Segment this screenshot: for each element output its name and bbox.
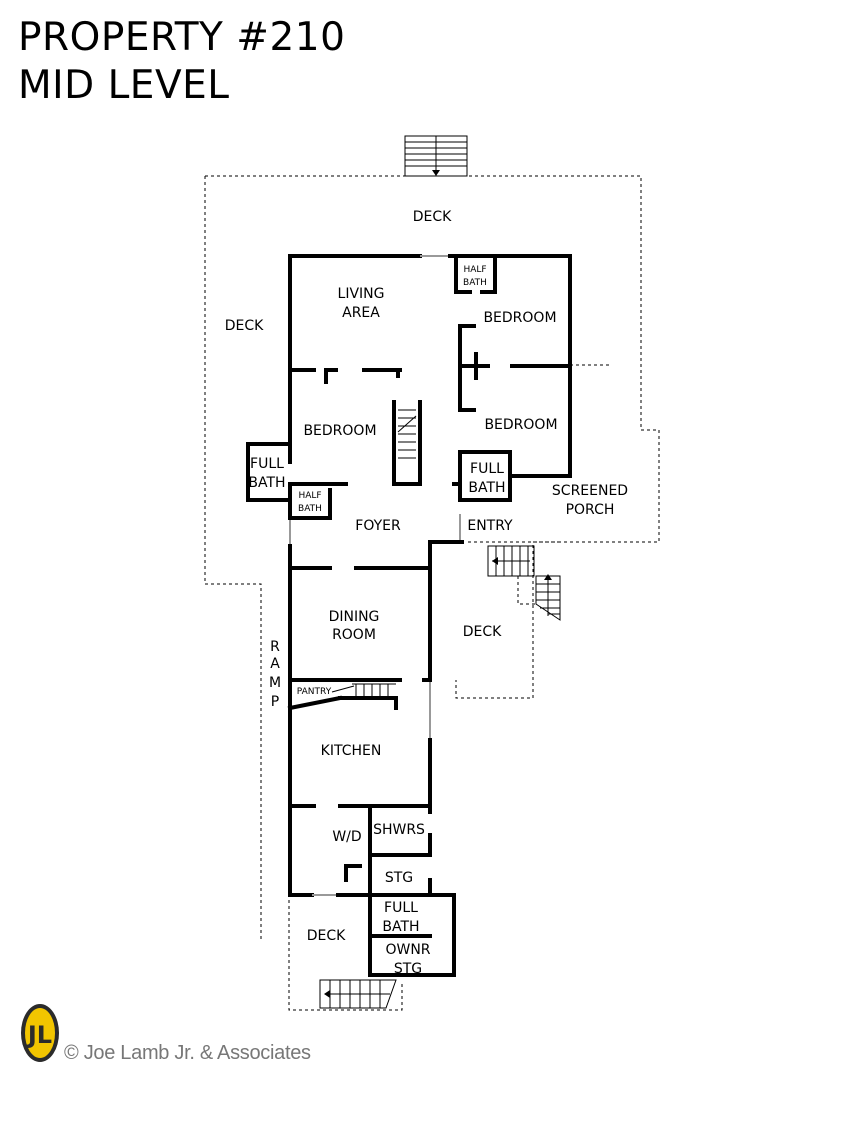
title-line-2: MID LEVEL [18, 63, 230, 108]
label-living-1: LIVING [338, 286, 385, 302]
label-bedroom-w: BEDROOM [303, 423, 376, 439]
label-ramp-r: R [270, 639, 280, 655]
label-shwrs: SHWRS [373, 822, 425, 838]
label-deck-left: DECK [225, 318, 264, 334]
label-full-bath-w-2: BATH [248, 475, 285, 491]
label-screened-2: PORCH [566, 502, 615, 518]
bottom-stairs [319, 979, 397, 1009]
copyright-notice: © Joe Lamb Jr. & Associates [64, 1042, 311, 1064]
label-bedroom-e: BEDROOM [484, 417, 557, 433]
label-half-bath-top-1: HALF [463, 265, 486, 275]
label-half-bath-top-2: BATH [463, 278, 487, 288]
label-foyer: FOYER [355, 518, 401, 534]
company-logo: JL [21, 1004, 59, 1062]
label-ramp-a: A [270, 656, 280, 672]
label-living-2: AREA [342, 305, 380, 321]
label-pantry: PANTRY [297, 687, 332, 697]
pantry-stairs [331, 683, 396, 696]
deck-outline [204, 175, 660, 1011]
walls [246, 254, 572, 977]
label-bedroom-ne: BEDROOM [483, 310, 556, 326]
top-stairs [404, 135, 468, 177]
label-full-bath-w-1: FULL [250, 456, 284, 472]
label-stg: STG [385, 870, 413, 886]
label-full-bath-s-2: BATH [382, 919, 419, 935]
label-ownr-stg-1: OWNR [385, 942, 430, 958]
label-half-bath-w-1: HALF [298, 491, 321, 501]
label-ramp-p: P [271, 694, 279, 710]
label-deck-right: DECK [463, 624, 502, 640]
label-ownr-stg-2: STG [394, 961, 422, 977]
label-screened-1: SCREENED [552, 483, 628, 499]
title-line-1: PROPERTY #210 [18, 15, 346, 60]
label-dining-1: DINING [329, 609, 380, 625]
entry-stairs [487, 545, 561, 621]
room-labels: DECK DECK LIVING AREA HALF BATH BEDROOM … [225, 209, 628, 977]
label-kitchen: KITCHEN [321, 743, 382, 759]
label-entry: ENTRY [467, 518, 513, 534]
label-ramp-m: M [269, 675, 281, 691]
label-full-bath-e-2: BATH [468, 480, 505, 496]
label-wd: W/D [332, 829, 361, 845]
label-half-bath-w-2: BATH [298, 504, 322, 514]
interior-stairs [397, 409, 417, 459]
label-dining-2: ROOM [332, 627, 376, 643]
label-full-bath-s-1: FULL [384, 900, 418, 916]
label-deck-bottom: DECK [307, 928, 346, 944]
label-deck-top: DECK [413, 209, 452, 225]
logo-text: JL [26, 1021, 52, 1049]
label-full-bath-e-1: FULL [470, 461, 504, 477]
